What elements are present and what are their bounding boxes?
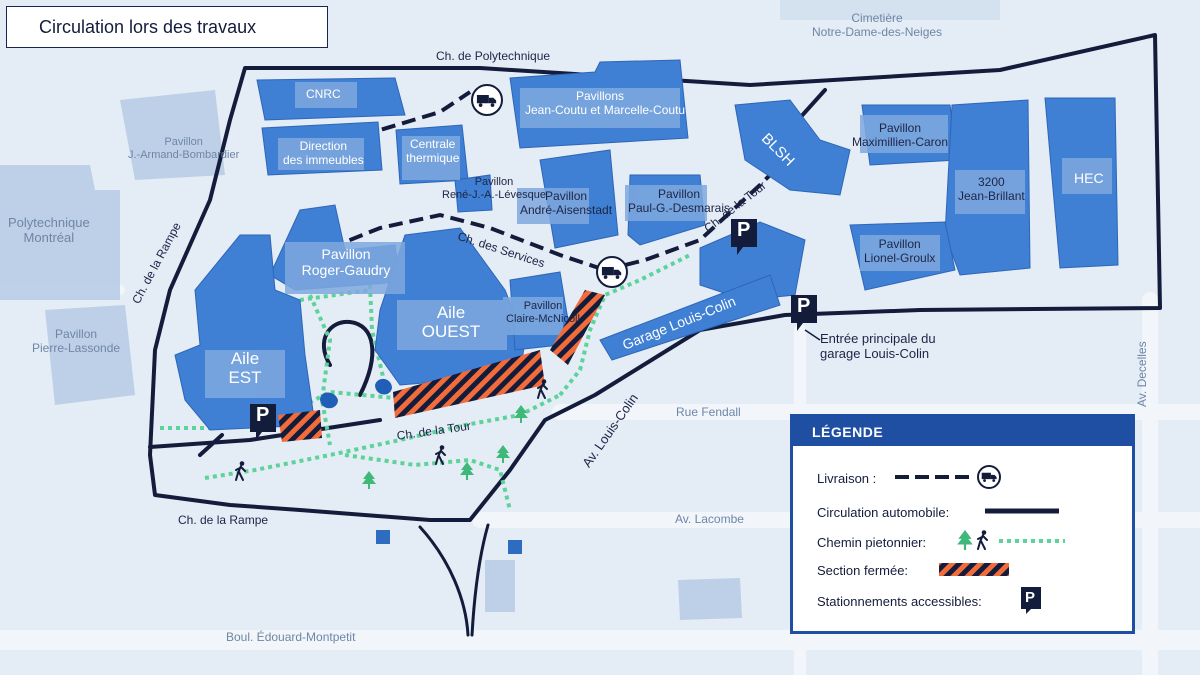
map-title: Circulation lors des travaux [6,6,328,48]
street-rampe-bottom: Ch. de la Rampe [178,513,269,527]
label-cimetiere: Cimetière Notre-Dame-des-Neiges [812,11,943,39]
metro-markers [376,530,522,554]
label-jean-coutu: Pavillons Jean-Coutu et Marcelle-Coutu [525,89,686,117]
legend-parking-sample [1021,587,1041,614]
street-decelles: Av. Decelles [1135,341,1149,407]
legend-traffic-label: Circulation automobile: [817,505,950,520]
entrance-arrow [804,329,821,341]
label-hec: HEC [1074,170,1104,186]
context-building-se [678,578,742,620]
label-centrale: Centrale thermique [406,137,460,165]
closed-section-east [550,290,605,365]
label-desmarais: Pavillon Paul-G.-Desmarais [628,187,731,215]
street-lacombe: Av. Lacombe [675,512,744,526]
legend-delivery-sample [895,465,1001,489]
parking-aile-est: P [256,404,270,426]
legend-parking-glyph: P [1025,589,1036,606]
context-building-s [485,560,515,612]
label-roger-gaudry: Pavillon Roger-Gaudry [301,246,391,279]
legend-delivery-label: Livraison : [817,471,877,486]
legend-pedestrian-sample [957,530,1065,550]
delivery-markers [471,84,628,288]
label-mcnicoll: Pavillon Claire-McNicoll [506,300,580,325]
street-polytechnique: Ch. de Polytechnique [436,49,551,63]
lassonde-building [45,305,135,405]
context-buildings [0,0,1000,620]
parking-garage-entrance: P [797,295,811,317]
label-aile-est: Aile EST [228,349,262,387]
label-bombardier: Pavillon J.-Armand-Bombardier [128,136,240,161]
label-aile-ouest: Aile OUEST [421,303,481,341]
label-lassonde: Pavillon Pierre-Lassonde [32,327,121,355]
label-aisenstadt: Pavillon André-Aisenstadt [520,189,613,217]
label-direction: Direction des immeubles [283,139,364,167]
blsh-building [734,99,851,196]
label-caron: Pavillon Maximillien-Caron [852,121,949,149]
polytechnique-montreal-building [0,165,120,300]
parking-garage-top: P [737,219,751,241]
bombardier-building [120,90,225,180]
closed-section-west [278,410,322,442]
legend-heading: LÉGENDE [793,417,1132,446]
legend-closed-label: Section fermée: [817,563,909,578]
building-label-plates [205,82,1112,398]
street-fendall: Rue Fendall [676,405,741,419]
label-brillant: 3200 Jean-Brillant [958,175,1025,203]
closed-sections [278,290,605,442]
label-cnrc: CNRC [306,87,341,101]
water-markers [320,378,392,409]
label-groulx: Pavillon Lionel-Groulx [864,237,936,265]
rene-levesque-building [454,174,493,213]
legend-pedestrian-label: Chemin pietonnier: [817,535,927,550]
legend-traffic-sample [985,508,1059,514]
closed-section-main [393,350,545,418]
garage-ramp-building [599,274,781,361]
delivery-route [297,90,787,272]
legend-parking-label: Stationnements accessibles: [817,594,982,609]
entrance-note: Entrée principale du garage Louis-Colin [820,331,936,361]
legend-closed-sample [939,563,1009,576]
legend-panel: LÉGENDE Livraison : Circulation automobi… [790,414,1135,634]
street-edouard-montpetit: Boul. Édouard-Montpetit [226,630,356,644]
parking-marker-shapes [250,219,817,440]
label-rene-levesque: Pavillon René-J.-A.-Lévesque [442,176,546,201]
label-polytechnique: Polytechnique Montréal [8,215,90,245]
